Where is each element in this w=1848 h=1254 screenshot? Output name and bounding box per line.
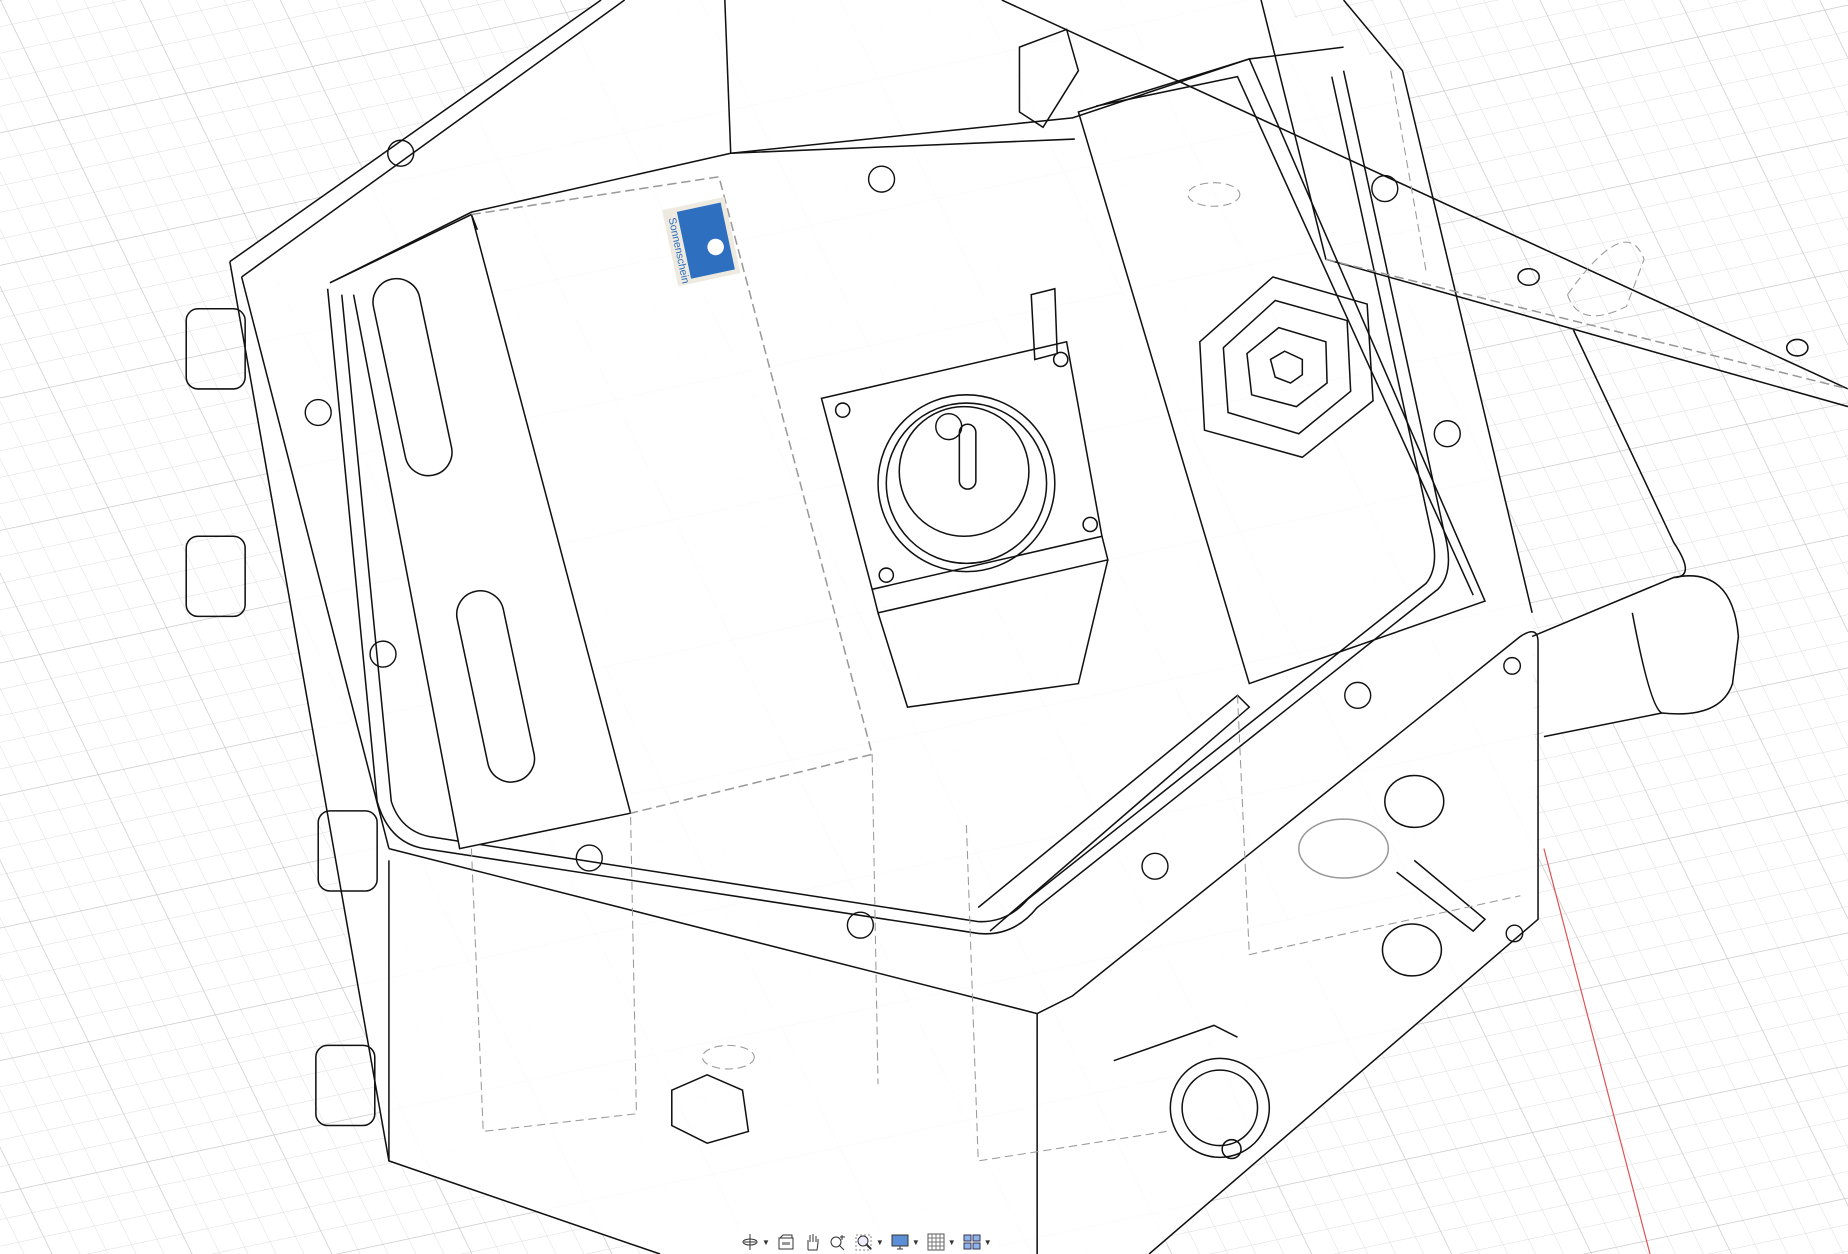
viewports-icon xyxy=(963,1234,981,1250)
zoom-icon xyxy=(830,1235,845,1251)
stepper-motor xyxy=(820,287,1109,708)
grid-icon xyxy=(927,1233,945,1251)
look-at-icon xyxy=(778,1234,794,1250)
fit-button[interactable]: ▼ xyxy=(854,1232,884,1252)
chevron-down-icon: ▼ xyxy=(762,1237,770,1247)
chevron-down-icon: ▼ xyxy=(911,1237,920,1247)
vent-grille xyxy=(1199,276,1374,459)
viewports-button[interactable]: ▼ xyxy=(962,1232,992,1252)
zoom-button[interactable] xyxy=(828,1232,848,1252)
chevron-down-icon: ▼ xyxy=(947,1237,956,1247)
grid-snaps-button[interactable]: ▼ xyxy=(926,1232,956,1252)
enclosure-model[interactable] xyxy=(185,0,1848,1254)
orbit-icon xyxy=(742,1234,758,1250)
sonnenschein-logo: Sonnenschein xyxy=(662,196,741,287)
pan-button[interactable] xyxy=(802,1232,822,1252)
zoom-window-icon xyxy=(855,1234,872,1251)
hand-icon xyxy=(807,1234,819,1251)
navigation-toolbar: ▼ ▼ ▼ ▼ ▼ xyxy=(736,1230,996,1254)
pump xyxy=(1113,1024,1271,1160)
chevron-down-icon: ▼ xyxy=(875,1237,884,1247)
screws xyxy=(304,139,1524,943)
x-axis-line xyxy=(1543,848,1651,1254)
look-at-button[interactable] xyxy=(776,1232,796,1252)
display-settings-button[interactable]: ▼ xyxy=(890,1232,920,1252)
monitor-icon xyxy=(891,1234,909,1250)
orbit-button[interactable]: ▼ xyxy=(740,1232,770,1252)
chevron-down-icon: ▼ xyxy=(983,1237,992,1247)
